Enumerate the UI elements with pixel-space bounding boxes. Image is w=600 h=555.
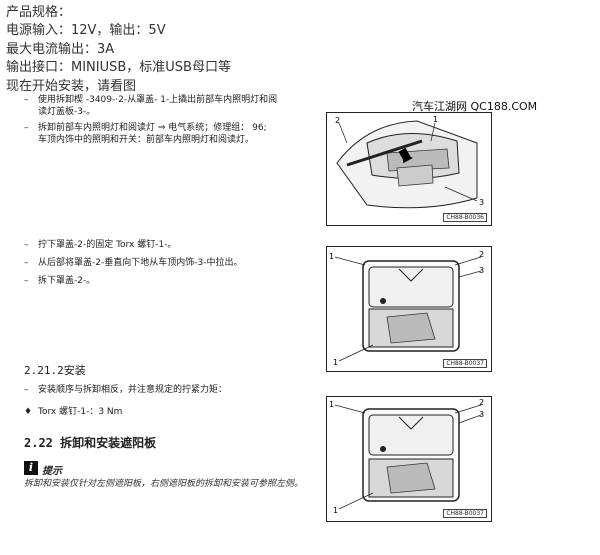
step-line: –从后部将罩盖-2-垂直向下地从车顶内饰-3-中拉出。 bbox=[24, 256, 324, 270]
install-step: –安装顺序与拆卸相反，并注意规定的拧紧力矩： bbox=[24, 384, 324, 396]
intro-line-title: 产品规格： bbox=[6, 5, 72, 20]
watermark: 汽车江湖网 QC188.COM bbox=[412, 100, 538, 113]
step-line: –拧下罩盖-2-的固定 Torx 螺钉-1-。 bbox=[24, 238, 324, 252]
note-text: 拆卸和安装仅针对左侧遮阳板，右侧遮阳板的拆卸和安装可参照左侧。 bbox=[24, 479, 304, 489]
removal-steps: –使用拆卸楔 -3409-·2-从罩盖- 1-上撬出前部车内照明灯和阅 读灯盖板… bbox=[24, 94, 324, 146]
step-text: 从后部将罩盖-2-垂直向下地从车顶内饰-3-中拉出。 bbox=[38, 258, 243, 268]
figure-3: 1 2 3 1 CH88-B0037 bbox=[326, 396, 492, 522]
figure-3-label-3: 3 bbox=[479, 410, 484, 419]
step-line: –拆下罩盖-2-。 bbox=[24, 274, 324, 288]
step-line: 车顶内饰中的照明和开关：前部车内照明灯和阅读灯。 bbox=[24, 134, 324, 146]
install-heading: 2.21.2安装 bbox=[24, 364, 86, 377]
bullet-diamond: ♦ bbox=[24, 407, 33, 417]
dash: – bbox=[24, 258, 29, 268]
step-text: 读灯盖板-3-。 bbox=[38, 107, 96, 117]
step-line: –使用拆卸楔 -3409-·2-从罩盖- 1-上撬出前部车内照明灯和阅 bbox=[24, 94, 324, 106]
step-text: 拆下罩盖-2-。 bbox=[38, 276, 96, 286]
dash: – bbox=[24, 123, 29, 133]
section-heading: 2.22 拆卸和安装遮阳板 bbox=[24, 436, 157, 450]
figure-2-label-2: 2 bbox=[479, 250, 484, 259]
figure-2-label-1b: 1 bbox=[333, 358, 338, 367]
info-icon: i bbox=[24, 461, 38, 475]
intro-line-port: 输出接口：MINIUSB，标准USB母口等 bbox=[6, 60, 231, 76]
figure-1-label-1: 1 bbox=[433, 115, 438, 124]
intro-specs: 产品规格： 电源输入：12V，输出：5V 最大电流输出：3A 输出接口：MINI… bbox=[6, 4, 231, 96]
step-text: 拧下罩盖-2-的固定 Torx 螺钉-1-。 bbox=[38, 240, 177, 250]
figure-2-label-1: 1 bbox=[329, 252, 334, 261]
step-text: 车顶内饰中的照明和开关：前部车内照明灯和阅读灯。 bbox=[38, 135, 255, 145]
step-text: 拆卸前部车内照明灯和阅读灯 ⇒ 电气系统；修理组： 96; bbox=[38, 123, 267, 133]
figure-2: 1 2 3 1 CH88-B0037 bbox=[326, 246, 492, 372]
note-title: 提示 bbox=[42, 466, 62, 477]
torque-text: Torx 螺钉-1-：3 Nm bbox=[38, 407, 123, 417]
step-text: 使用拆卸楔 -3409-·2-从罩盖- 1-上撬出前部车内照明灯和阅 bbox=[38, 95, 278, 105]
dash: – bbox=[24, 385, 29, 395]
figure-1-drawing: 2 1 3 bbox=[335, 115, 484, 209]
dash: – bbox=[24, 240, 29, 250]
figure-3-drawing: 1 2 3 1 bbox=[329, 398, 484, 515]
dash: – bbox=[24, 276, 29, 286]
figure-2-label-3: 3 bbox=[479, 266, 484, 275]
figure-1-code: CH88-B0036 bbox=[443, 213, 487, 222]
step-text: 安装顺序与拆卸相反，并注意规定的拧紧力矩： bbox=[38, 385, 228, 395]
figure-1-label-3: 3 bbox=[479, 198, 484, 207]
figure-3-label-2: 2 bbox=[479, 398, 484, 407]
figure-1: 2 1 3 CH88-B0036 bbox=[326, 112, 492, 226]
torque-spec: ♦ Torx 螺钉-1-：3 Nm bbox=[24, 406, 324, 418]
figure-3-label-1b: 1 bbox=[333, 506, 338, 515]
cover-steps: –拧下罩盖-2-的固定 Torx 螺钉-1-。 –从后部将罩盖-2-垂直向下地从… bbox=[24, 238, 324, 288]
figure-2-drawing: 1 2 3 1 bbox=[329, 250, 484, 367]
intro-line-power: 电源输入：12V，输出：5V bbox=[6, 23, 166, 39]
intro-line-start: 现在开始安装，请看图 bbox=[6, 78, 137, 94]
figure-2-code: CH88-B0037 bbox=[443, 359, 487, 368]
figure-3-label-1: 1 bbox=[329, 400, 334, 409]
dash: – bbox=[24, 95, 29, 105]
figure-3-code: CH88-B0037 bbox=[443, 509, 487, 518]
figure-1-label-2: 2 bbox=[335, 116, 340, 125]
step-line: –拆卸前部车内照明灯和阅读灯 ⇒ 电气系统；修理组： 96; bbox=[24, 122, 324, 134]
step-line: 读灯盖板-3-。 bbox=[24, 106, 324, 118]
intro-line-current: 最大电流输出：3A bbox=[6, 41, 115, 57]
